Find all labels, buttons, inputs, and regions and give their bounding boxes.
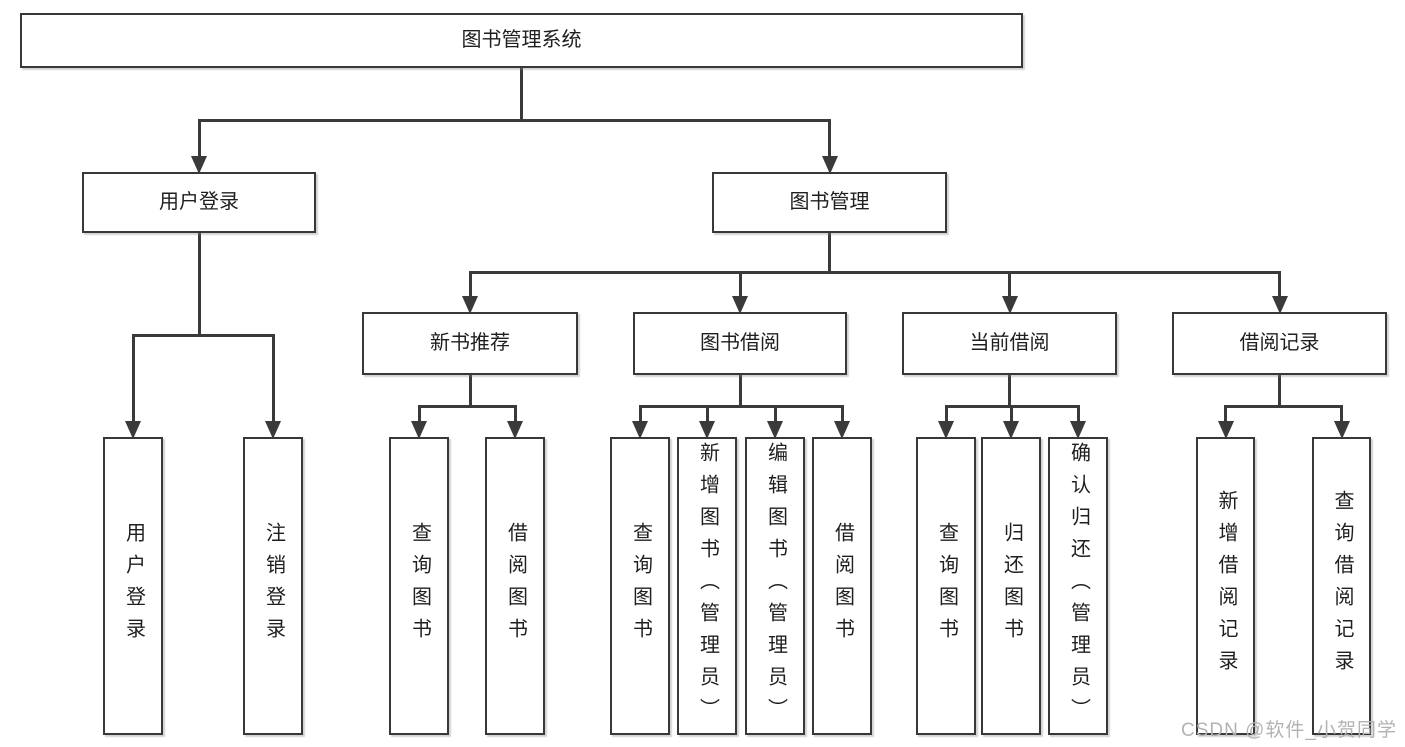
connector-line	[417, 404, 517, 408]
diagram-node-b2: 新增图书（管理员）	[677, 437, 737, 735]
connector-line	[468, 270, 1281, 274]
connector-line	[1340, 406, 1343, 425]
diagram-node-c1: 查询图书	[916, 437, 976, 735]
node-label: 查询借阅记录	[1331, 490, 1353, 682]
diagram-node-n2: 借阅图书	[485, 437, 545, 735]
diagram-node-r1: 新增借阅记录	[1196, 437, 1255, 735]
diagram-node-login: 用户登录	[82, 172, 316, 233]
arrow-down-icon	[632, 421, 648, 439]
diagram-node-root: 图书管理系统	[20, 13, 1023, 68]
arrow-down-icon	[462, 296, 478, 314]
connector-line	[638, 406, 642, 425]
connector-line	[944, 406, 948, 425]
arrow-down-icon	[732, 296, 748, 314]
arrow-down-icon	[1217, 421, 1234, 439]
connector-line	[131, 335, 135, 425]
connector-line	[1224, 404, 1343, 408]
connector-line	[1008, 272, 1011, 300]
node-label: 确认归还（管理员）	[1067, 442, 1090, 730]
node-label: 注销登录	[262, 522, 285, 650]
node-label: 查询图书	[935, 522, 958, 650]
diagram-node-mgmt: 图书管理	[712, 172, 947, 233]
arrow-down-icon	[411, 421, 427, 439]
node-label: 新增借阅记录	[1215, 490, 1237, 682]
node-label: 查询图书	[408, 522, 431, 650]
arrow-down-icon	[1271, 296, 1288, 314]
connector-line	[1008, 374, 1011, 408]
connector-line	[705, 406, 709, 425]
connector-line	[1224, 406, 1227, 425]
arrow-down-icon	[767, 421, 783, 439]
node-label: 图书管理系统	[461, 29, 582, 51]
arrow-down-icon	[1333, 421, 1350, 439]
connector-line	[1278, 272, 1281, 300]
diagram-node-borrow: 图书借阅	[633, 312, 847, 375]
arrow-down-icon	[265, 421, 281, 439]
node-label: 借阅图书	[504, 522, 527, 650]
diagram-node-u1: 用户登录	[103, 437, 163, 735]
node-label: 查询图书	[629, 522, 652, 650]
csdn-watermark: CSDN @软件_小贺同学	[1181, 720, 1397, 741]
connector-line	[520, 67, 523, 122]
connector-line	[840, 406, 844, 425]
connector-line	[1278, 374, 1281, 408]
arrow-down-icon	[191, 156, 207, 174]
connector-line	[738, 272, 742, 300]
arrow-down-icon	[699, 421, 715, 439]
connector-line	[468, 272, 472, 300]
arrow-down-icon	[821, 156, 838, 174]
arrow-down-icon	[507, 421, 523, 439]
arrow-down-icon	[1001, 296, 1018, 314]
diagram-node-current: 当前借阅	[902, 312, 1117, 375]
node-label: 借阅图书	[831, 522, 854, 650]
connector-line	[271, 335, 275, 425]
arrow-down-icon	[1070, 421, 1086, 439]
connector-line	[773, 406, 777, 425]
arrow-down-icon	[834, 421, 850, 439]
diagram-node-n1: 查询图书	[389, 437, 449, 735]
node-label: 用户登录	[159, 191, 239, 213]
connector-line	[417, 406, 421, 425]
node-label: 当前借阅	[969, 332, 1050, 354]
node-label: 编辑图书（管理员）	[764, 442, 787, 730]
node-label: 图书借阅	[700, 332, 780, 354]
diagram-node-records: 借阅记录	[1172, 312, 1387, 375]
arrow-down-icon	[938, 421, 954, 439]
arrow-down-icon	[125, 421, 141, 439]
diagram-node-c3: 确认归还（管理员）	[1048, 437, 1108, 735]
connector-line	[197, 118, 831, 122]
arrow-down-icon	[1003, 421, 1019, 439]
diagram-node-c2: 归还图书	[981, 437, 1041, 735]
connector-line	[738, 374, 742, 408]
diagram-node-b1: 查询图书	[610, 437, 670, 735]
diagram-node-b3: 编辑图书（管理员）	[745, 437, 805, 735]
connector-line	[513, 406, 517, 425]
diagram-node-newrec: 新书推荐	[362, 312, 578, 375]
node-label: 用户登录	[122, 522, 145, 650]
node-label: 图书管理	[789, 191, 870, 213]
connector-line	[638, 404, 844, 408]
diagram-node-u2: 注销登录	[243, 437, 303, 735]
diagram-node-b4: 借阅图书	[812, 437, 872, 735]
connector-line	[1076, 406, 1080, 425]
node-label: 借阅记录	[1239, 332, 1320, 354]
node-label: 归还图书	[1000, 522, 1023, 650]
connector-line	[828, 232, 831, 274]
connector-line	[468, 374, 472, 408]
connector-line	[197, 120, 201, 160]
connector-line	[828, 120, 831, 160]
node-label: 新增图书（管理员）	[696, 442, 719, 730]
diagram-node-r2: 查询借阅记录	[1312, 437, 1371, 735]
connector-line	[197, 232, 201, 337]
node-label: 新书推荐	[430, 332, 510, 354]
connector-line	[131, 333, 275, 337]
connector-line	[1009, 406, 1013, 425]
